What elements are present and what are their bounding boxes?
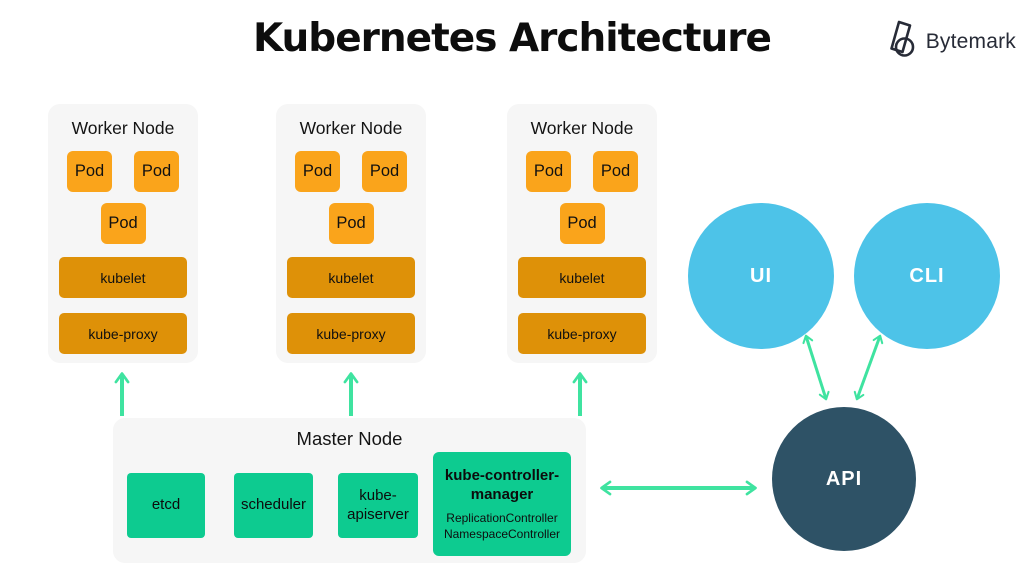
- worker-node-1: Worker Node Pod Pod Pod kubelet kube-pro…: [48, 104, 198, 363]
- kube-controller-manager-box: kube-controller-manager ReplicationContr…: [433, 452, 571, 556]
- worker-node-label: Worker Node: [71, 118, 175, 138]
- page-title: Kubernetes Architecture: [253, 16, 772, 61]
- pod-row: Pod Pod: [507, 151, 657, 192]
- kube-apiserver-box: kube-apiserver: [338, 473, 418, 538]
- pod-row: Pod Pod: [276, 151, 426, 192]
- pod: Pod: [593, 151, 638, 192]
- master-node-label: Master Node: [296, 428, 403, 449]
- controllers-list: ReplicationController NamespaceControlle…: [444, 510, 560, 542]
- cli-circle: CLI: [854, 203, 1000, 349]
- pod: Pod: [362, 151, 407, 192]
- worker-node-label: Worker Node: [299, 118, 403, 138]
- brand-logo: Bytemark: [883, 18, 1016, 65]
- kubelet-bar: kubelet: [518, 257, 646, 298]
- pod-row: Pod Pod: [48, 151, 198, 192]
- pod-row: Pod: [48, 203, 198, 244]
- kube-proxy-bar: kube-proxy: [59, 313, 187, 354]
- pod: Pod: [328, 203, 374, 244]
- worker-node-3: Worker Node Pod Pod Pod kubelet kube-pro…: [507, 104, 657, 363]
- pod: Pod: [295, 151, 340, 192]
- pod: Pod: [526, 151, 571, 192]
- namespace-controller-label: NamespaceController: [443, 527, 561, 541]
- kube-proxy-bar: kube-proxy: [518, 313, 646, 354]
- kubelet-bar: kubelet: [287, 257, 415, 298]
- kube-proxy-bar: kube-proxy: [287, 313, 415, 354]
- ui-circle: UI: [688, 203, 834, 349]
- kubelet-bar: kubelet: [59, 257, 187, 298]
- worker-node-2: Worker Node Pod Pod Pod kubelet kube-pro…: [276, 104, 426, 363]
- kube-controller-manager-label: kube-controller-manager: [444, 466, 560, 504]
- arrow-ui-api: [802, 334, 830, 401]
- brand-name: Bytemark: [925, 29, 1016, 53]
- arrow-cli-api: [853, 334, 884, 401]
- etcd-box: etcd: [127, 473, 205, 538]
- pod: Pod: [100, 203, 146, 244]
- pod-row: Pod: [507, 203, 657, 244]
- master-node: Master Node etcd scheduler kube-apiserve…: [113, 418, 586, 563]
- api-circle: API: [772, 407, 916, 551]
- bytemark-b-icon: [883, 18, 921, 65]
- replication-controller-label: ReplicationController: [446, 510, 558, 525]
- worker-node-label: Worker Node: [530, 118, 634, 138]
- pod-row: Pod: [276, 203, 426, 244]
- pod: Pod: [134, 151, 179, 192]
- pod: Pod: [559, 203, 605, 244]
- scheduler-box: scheduler: [234, 473, 313, 538]
- pod: Pod: [67, 151, 112, 192]
